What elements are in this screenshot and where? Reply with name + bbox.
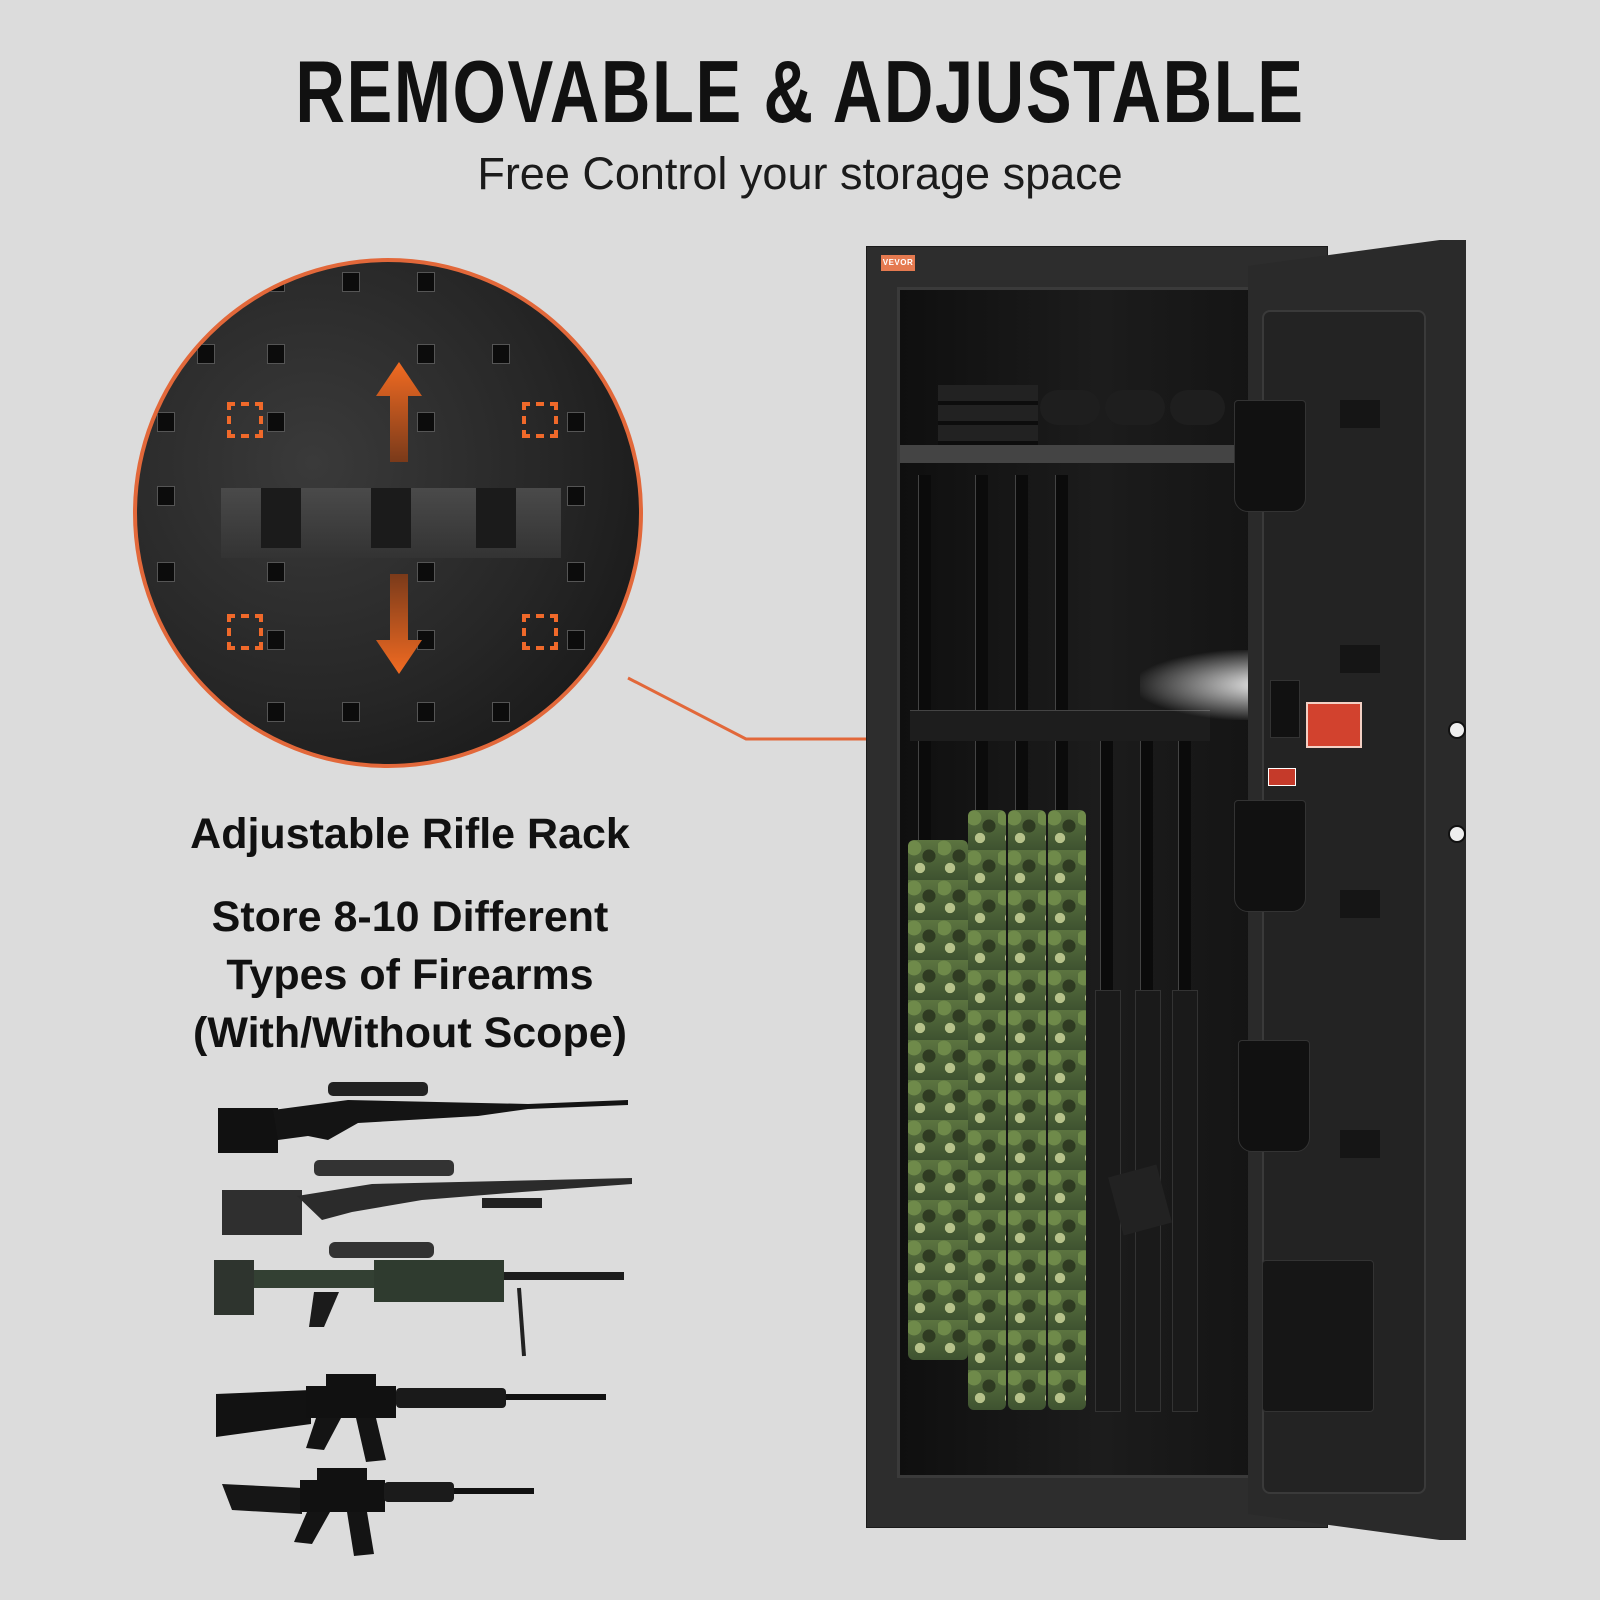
rifle-barrel [1140, 730, 1153, 990]
feature-title: Adjustable Rifle Rack [190, 810, 630, 858]
peg-hole [197, 344, 215, 364]
arrow-down-icon [376, 574, 422, 674]
peg-hole [267, 412, 285, 432]
mount-point-highlight [227, 402, 263, 438]
peg-hole [492, 702, 510, 722]
peg-hole [417, 272, 435, 292]
camo-rifle-stock [1048, 810, 1086, 1410]
peg-hole [267, 630, 285, 650]
velcro-strip [1340, 645, 1380, 673]
warning-sticker [1306, 702, 1362, 748]
feature-description-line: Store 8-10 Different [211, 893, 609, 941]
rack-slot [476, 488, 516, 548]
arrow-up-icon [376, 362, 422, 462]
rifle-barrel [1100, 730, 1113, 990]
velcro-strip [1340, 890, 1380, 918]
peg-hole [492, 344, 510, 364]
mount-point-highlight [522, 402, 558, 438]
rifle-barrel [1015, 475, 1028, 815]
top-shelf [900, 445, 1300, 463]
mesh-pocket [1262, 1260, 1374, 1412]
pistol-holster [1238, 1040, 1310, 1152]
bolt-action-rifle-image [218, 1082, 628, 1153]
brand-badge: VEVOR [881, 255, 915, 271]
camo-rifle-stock [968, 810, 1006, 1410]
velcro-strip [1340, 1130, 1380, 1158]
peg-hole [417, 344, 435, 364]
peg-hole [567, 630, 585, 650]
pistol-holster [1234, 800, 1306, 912]
precision-rifle-image [222, 1160, 632, 1235]
headline: REMOVABLE & ADJUSTABLE [295, 42, 1305, 141]
peg-hole [157, 412, 175, 432]
mount-point-highlight [522, 614, 558, 650]
peg-hole [157, 486, 175, 506]
peg-hole [567, 412, 585, 432]
rifle-barrel [1055, 475, 1068, 815]
scope [1040, 390, 1100, 425]
peg-hole [197, 702, 215, 722]
full-length-ar-rifle-image [216, 1374, 606, 1462]
scope [1105, 390, 1165, 425]
peg-hole [567, 562, 585, 582]
door-bolt-hole [1448, 721, 1466, 739]
peg-hole [267, 272, 285, 292]
peg-hole [267, 702, 285, 722]
rifle-barrel [918, 475, 931, 845]
feature-description: Store 8-10 Different Types of Firearms (… [130, 888, 690, 1062]
velcro-strip [1340, 400, 1380, 428]
battery-compartment [1270, 680, 1300, 738]
rack-detail-zoom [133, 258, 643, 768]
peg-hole [417, 562, 435, 582]
peg-hole [567, 486, 585, 506]
peg-hole [267, 344, 285, 364]
magazines-stack [938, 385, 1038, 445]
scope [1170, 390, 1225, 425]
peg-hole [157, 562, 175, 582]
camo-rifle-stock [1008, 810, 1046, 1410]
camo-rifle-stock [908, 840, 968, 1360]
feature-description-line: Types of Firearms [226, 951, 594, 999]
heavy-sniper-rifle-image [214, 1242, 624, 1357]
feature-description-line: (With/Without Scope) [193, 1009, 627, 1057]
peg-hole [417, 412, 435, 432]
peg-hole [267, 562, 285, 582]
peg-hole [342, 702, 360, 722]
ar-rifle [1172, 990, 1198, 1412]
peg-hole [417, 702, 435, 722]
mount-point-highlight [227, 614, 263, 650]
pistol-holster [1234, 400, 1306, 512]
rifle-rack-block [221, 488, 561, 558]
settings-sticker [1268, 768, 1296, 786]
carbine-ar-rifle-image [222, 1468, 534, 1556]
peg-hole [342, 272, 360, 292]
rack-slot [261, 488, 301, 548]
rifle-barrel [1178, 730, 1191, 990]
subheadline: Free Control your storage space [477, 148, 1123, 199]
rack-slot [371, 488, 411, 548]
rifle-barrel [975, 475, 988, 815]
door-bolt-hole [1448, 825, 1466, 843]
